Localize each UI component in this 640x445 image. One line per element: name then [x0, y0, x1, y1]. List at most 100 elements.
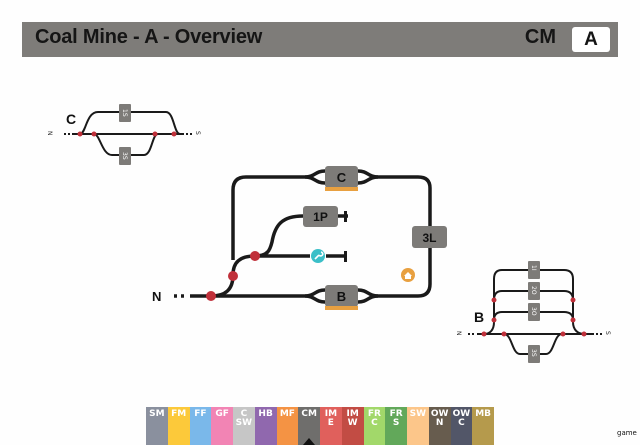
diagram-b-marks — [481, 261, 587, 363]
platform-c — [325, 187, 358, 191]
switch[interactable] — [91, 131, 97, 137]
main-loop-track — [190, 175, 432, 298]
nav-tile-label: MB — [475, 409, 492, 419]
box-b[interactable] — [325, 285, 358, 307]
nav-tile-gf[interactable]: GF — [211, 407, 233, 445]
nav-tile-mb[interactable]: MB — [472, 407, 494, 445]
b-track-3s-label: 3S — [530, 349, 537, 357]
home-icon[interactable] — [401, 268, 415, 282]
nav-tile-label: FR — [389, 409, 403, 419]
nav-tile-label: C — [240, 409, 248, 419]
switch[interactable] — [206, 291, 216, 301]
nav-tile-label: HB — [258, 409, 273, 419]
switch[interactable] — [228, 271, 238, 281]
switch[interactable] — [581, 331, 587, 337]
b-box-3o[interactable] — [528, 303, 540, 321]
switch[interactable] — [171, 131, 177, 137]
b-track-2o-label: 2O — [530, 286, 537, 295]
nav-tile-cm[interactable]: CM — [298, 407, 320, 445]
nav-tile-label: OW — [430, 409, 449, 419]
b-box-2o[interactable] — [528, 282, 540, 300]
switch[interactable] — [560, 331, 566, 337]
nav-tile-sublabel: N — [435, 418, 444, 428]
box-1p[interactable] — [303, 206, 338, 227]
switch[interactable] — [491, 317, 497, 323]
box-b-label: B — [337, 289, 346, 304]
c-box-3s[interactable] — [119, 147, 131, 165]
nav-tile-sublabel: C — [371, 418, 378, 428]
box-3l[interactable] — [412, 226, 447, 248]
nav-tile-sw[interactable]: SW — [407, 407, 429, 445]
main-diagram-marks — [206, 166, 447, 310]
nav-tile-label: GF — [215, 409, 229, 419]
main-diagram — [174, 169, 432, 304]
c-south-label: S — [194, 131, 201, 135]
active-indicator-icon — [303, 438, 316, 445]
buffer-stop — [344, 211, 347, 222]
b-south-label: S — [604, 331, 611, 335]
b-diagram-label: B — [474, 309, 484, 325]
page-title: Coal Mine - A - Overview — [35, 26, 263, 48]
switch[interactable] — [152, 131, 158, 137]
nav-tile-label: SW — [409, 409, 427, 419]
b-track-1i-label: 1I — [530, 265, 537, 271]
switch[interactable] — [570, 317, 576, 323]
c-north-label: N — [46, 131, 53, 136]
c-box-1s[interactable] — [119, 104, 131, 122]
box-c[interactable] — [325, 166, 358, 188]
nav-tile-label: FF — [194, 409, 207, 419]
buffer-stop — [344, 251, 347, 262]
switch[interactable] — [491, 297, 497, 303]
b-split — [304, 294, 379, 304]
wrench-icon[interactable] — [311, 249, 325, 263]
nav-tile-sm[interactable]: SM — [146, 407, 168, 445]
nav-tile-label: CM — [301, 409, 317, 419]
1p-siding — [254, 214, 304, 258]
c-split — [304, 169, 379, 179]
b-box-1i[interactable] — [528, 261, 540, 279]
b-box-3s[interactable] — [528, 345, 540, 363]
switch[interactable] — [570, 297, 576, 303]
nav-tile-label: IM — [346, 409, 359, 419]
header-bar: Coal Mine - A - Overview CM A — [22, 22, 618, 57]
switch[interactable] — [501, 331, 507, 337]
nav-tile-label: MF — [279, 409, 295, 419]
nav-tile-label: FR — [367, 409, 381, 419]
box-1p-label: 1P — [313, 210, 328, 224]
c-track-1s-label: 1S — [121, 109, 128, 117]
variant-badge[interactable]: A — [572, 27, 610, 52]
location-code: CM — [524, 26, 556, 48]
b-track-1i — [483, 269, 585, 335]
nav-tile-sublabel: C — [458, 418, 465, 428]
switch[interactable] — [77, 131, 83, 137]
nav-tile-fm[interactable]: FM — [167, 407, 190, 445]
diagram-c-marks — [77, 104, 177, 165]
switch[interactable] — [481, 331, 487, 337]
nav-tile-sublabel: E — [327, 418, 334, 428]
nav-tile-label: SM — [149, 409, 165, 419]
box-c-label: C — [337, 170, 347, 185]
nav-tile-sublabel: S — [392, 418, 400, 428]
b-north-label: N — [455, 331, 462, 336]
nav-tile-sublabel: SW — [235, 418, 253, 428]
nav-tile-label: IM — [324, 409, 338, 419]
nav-tile-hb[interactable]: HB — [254, 407, 277, 445]
nav-tile-ff[interactable]: FF — [189, 407, 212, 445]
box-3l-label: 3L — [422, 231, 436, 245]
c-track-upper — [79, 111, 181, 135]
nav-tile-mf[interactable]: MF — [276, 407, 299, 445]
c-diagram-label: C — [66, 111, 76, 127]
platform-b — [325, 306, 358, 310]
footer-text: game — [617, 429, 637, 437]
switch[interactable] — [250, 251, 260, 261]
nav-tile-label: OW — [452, 409, 471, 419]
